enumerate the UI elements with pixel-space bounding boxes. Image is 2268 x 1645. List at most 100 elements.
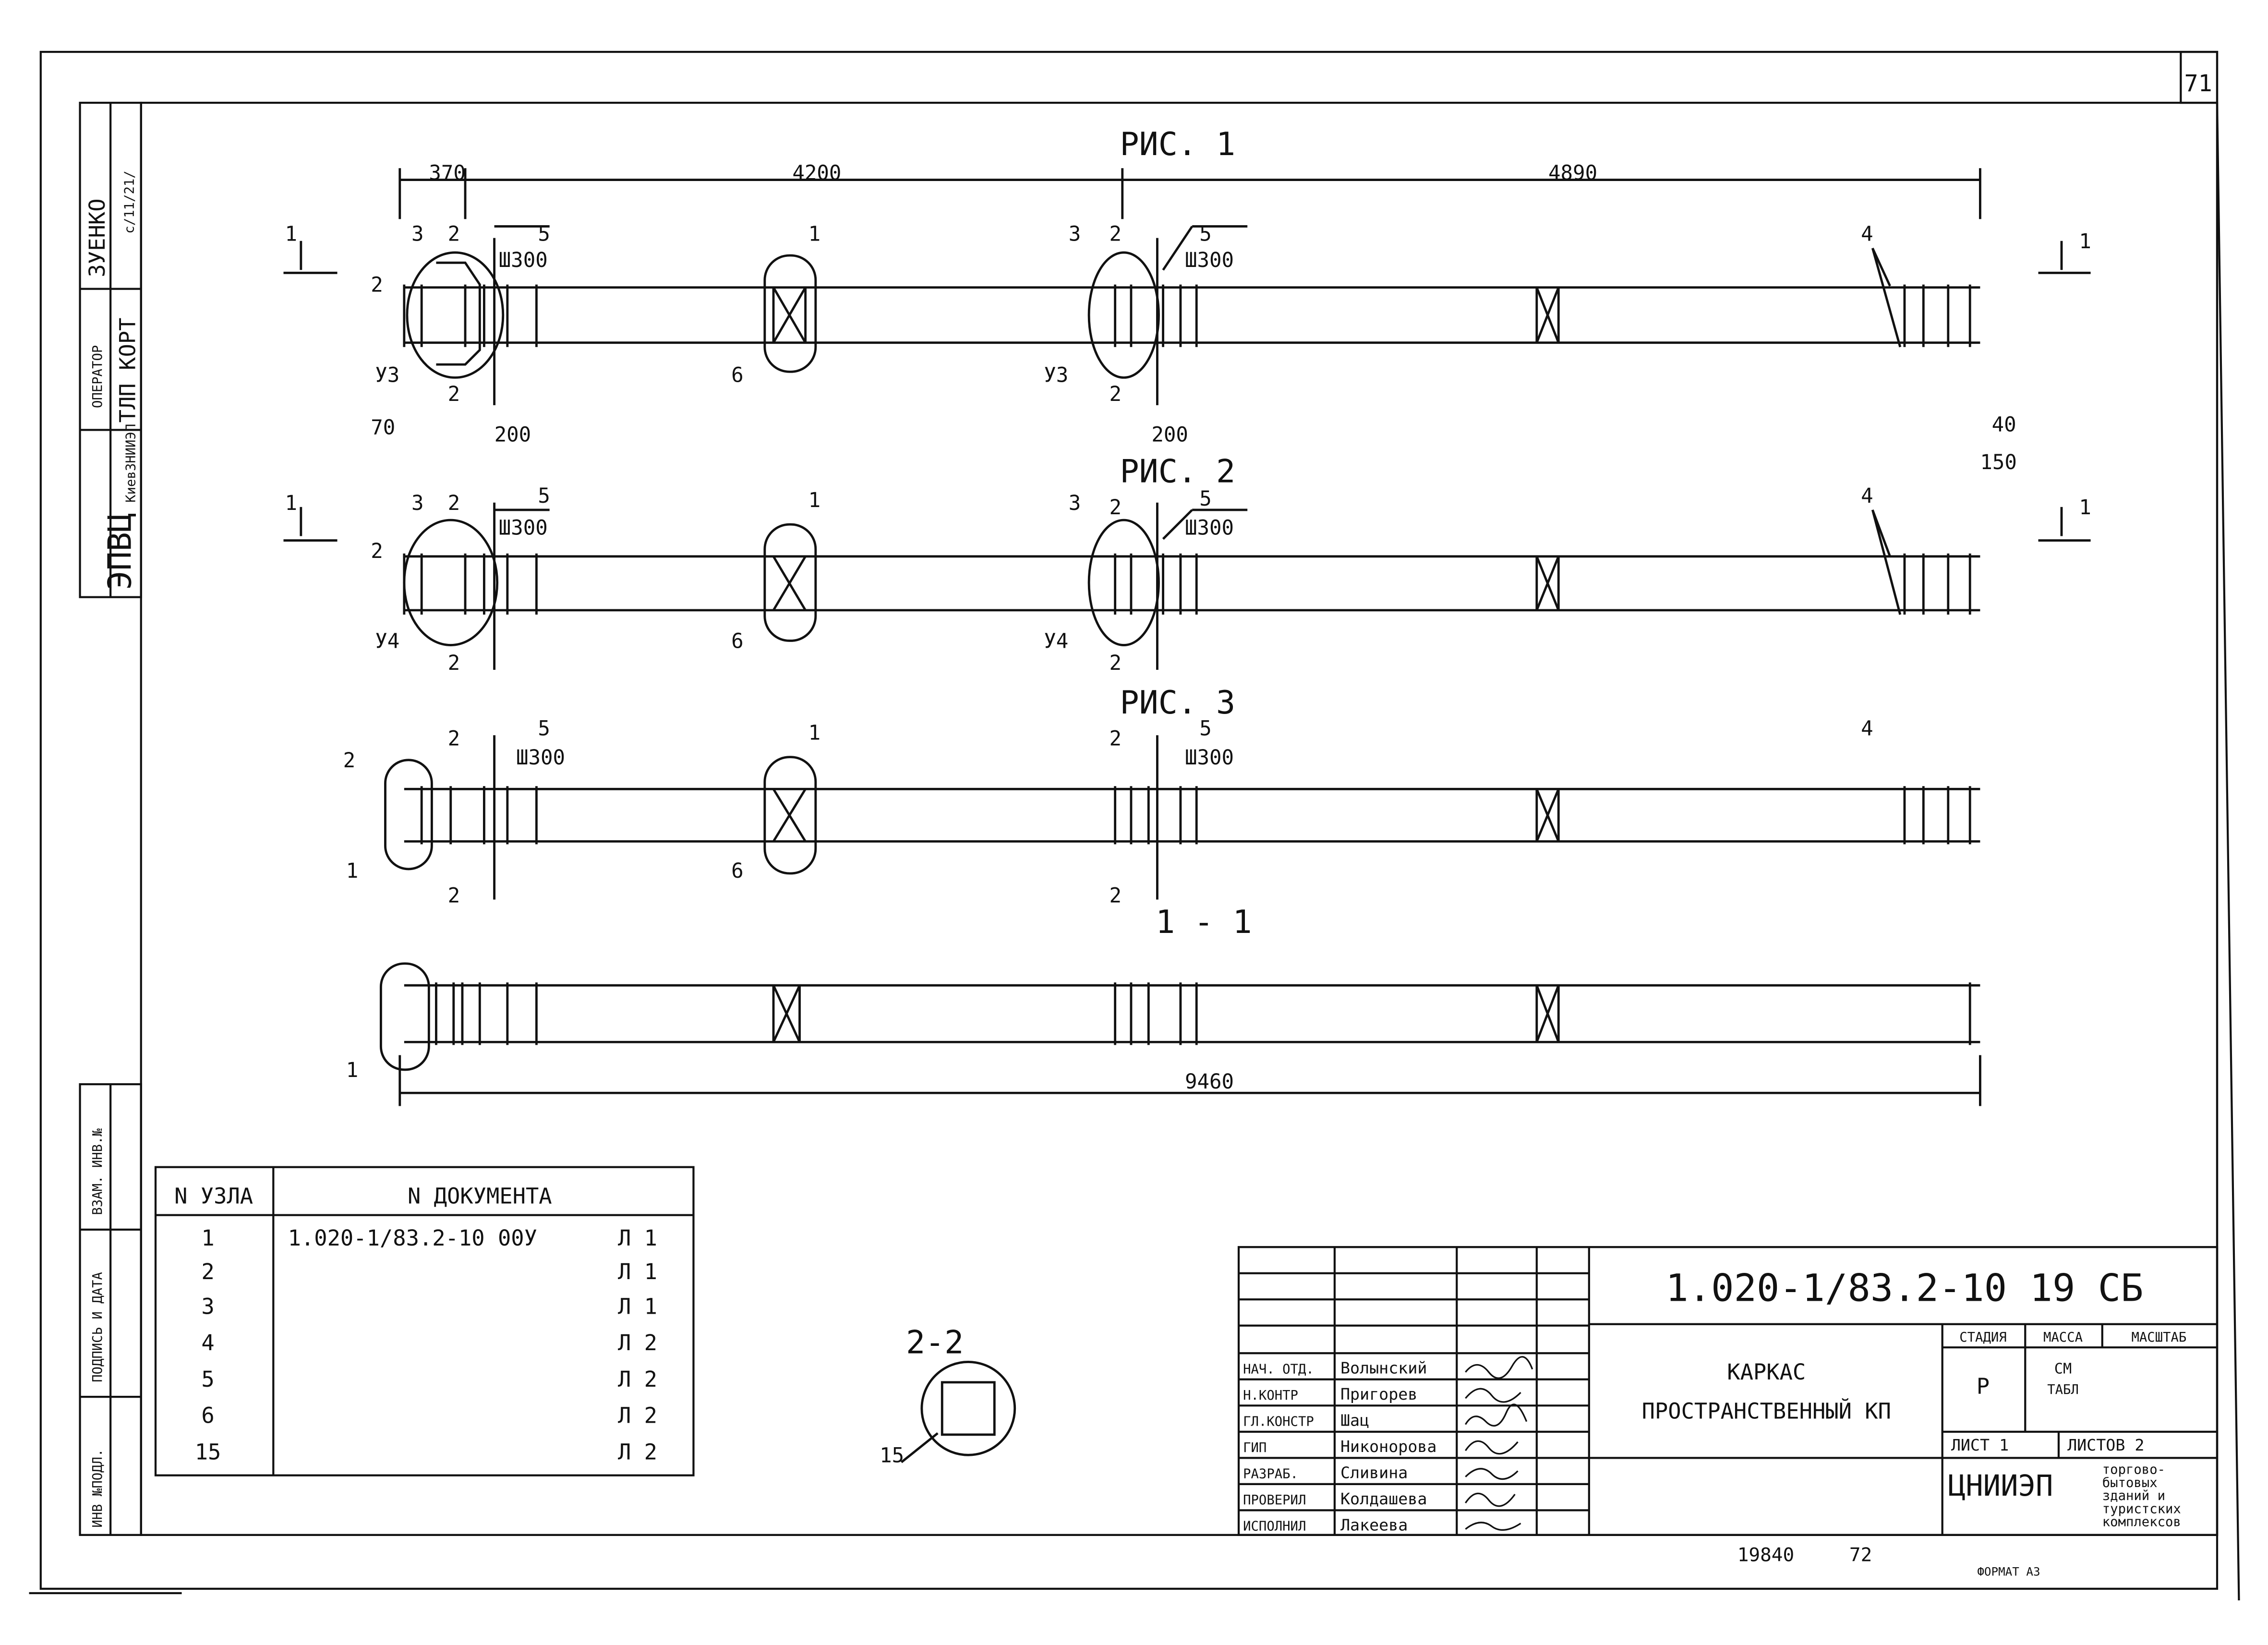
org-desc-2: бытовых bbox=[2102, 1476, 2158, 1490]
cut-1: 1 bbox=[285, 491, 298, 515]
callout-2: 2 bbox=[448, 651, 460, 675]
fig1-title: РИС. 1 bbox=[1120, 125, 1236, 163]
stage-value: Р bbox=[1977, 1374, 1990, 1399]
table-row-sheet: Л 1 bbox=[618, 1225, 657, 1251]
dim-9460: 9460 bbox=[1185, 1070, 1234, 1093]
person-name: Колдашева bbox=[1340, 1489, 1427, 1508]
col-vzam: ВЗАМ. ИНВ.№ bbox=[90, 1128, 105, 1215]
table-row-node: 15 bbox=[195, 1439, 221, 1464]
role-label: ИСПОЛНИЛ bbox=[1243, 1519, 1306, 1534]
dim-4200: 4200 bbox=[792, 161, 841, 185]
dim-370: 370 bbox=[429, 161, 466, 185]
footer-format: ФОРМАТ А3 bbox=[1977, 1565, 2040, 1579]
node-table-header-doc: N ДОКУМЕНТА bbox=[408, 1183, 552, 1209]
org-desc-1: торгово- bbox=[2102, 1463, 2165, 1477]
callout-1: 1 bbox=[808, 721, 821, 744]
dim-4890: 4890 bbox=[1548, 161, 1597, 185]
stamp-dept: ТЛП КОРТ bbox=[115, 318, 141, 423]
stamp-role: ОПЕРАТОР bbox=[90, 345, 105, 408]
callout-u3: У3 bbox=[1044, 363, 1068, 387]
section-11-title: 1 - 1 bbox=[1156, 903, 1252, 941]
sheet-label: ЛИСТ 1 bbox=[1951, 1436, 2009, 1454]
node-table bbox=[154, 1166, 695, 1476]
title-line-2: ПРОСТРАНСТВЕННЫЙ КП bbox=[1642, 1398, 1891, 1424]
table-row-node: 1 bbox=[201, 1225, 214, 1251]
table-row-sheet: Л 2 bbox=[618, 1367, 657, 1392]
fig2-beam bbox=[403, 502, 1980, 670]
callout-3: 3 bbox=[1069, 491, 1081, 515]
stamp-date: с/11/21/ bbox=[122, 170, 137, 233]
callout-2: 2 bbox=[448, 491, 460, 515]
callout-1: 1 bbox=[808, 222, 821, 246]
document-code: 1.020-1/83.2-10 19 СБ bbox=[1665, 1266, 2143, 1310]
cut-1: 1 bbox=[285, 222, 298, 246]
sheet-number: 71 bbox=[2184, 70, 2212, 97]
callout-2: 2 bbox=[448, 727, 460, 750]
role-label: ГИП bbox=[1243, 1440, 1267, 1455]
table-row-node: 4 bbox=[201, 1330, 214, 1355]
person-name: Пригорев bbox=[1340, 1385, 1417, 1403]
table-row-sheet: Л 1 bbox=[618, 1259, 657, 1284]
role-label: ГЛ.КОНСТР bbox=[1243, 1415, 1314, 1429]
callout-2: 2 bbox=[1110, 727, 1122, 750]
fig2-title: РИС. 2 bbox=[1120, 452, 1236, 490]
callout-u4: У4 bbox=[1044, 629, 1068, 653]
mass-value-1: СМ bbox=[2054, 1361, 2072, 1378]
callout-5: 5 bbox=[538, 484, 550, 508]
dim-200b: 200 bbox=[1151, 423, 1188, 447]
signatures bbox=[1465, 1356, 1533, 1531]
person-name: Волынский bbox=[1340, 1359, 1427, 1378]
callout-u4: У4 bbox=[375, 629, 399, 653]
table-row-sheet: Л 2 bbox=[618, 1403, 657, 1428]
dim-200a: 200 bbox=[495, 423, 531, 447]
table-row-node: 2 bbox=[201, 1259, 214, 1284]
table-row-doc: 1.020-1/83.2-10 00У bbox=[288, 1225, 537, 1251]
callout-2: 2 bbox=[1110, 382, 1122, 406]
callout-2: 2 bbox=[448, 382, 460, 406]
table-row-sheet: Л 1 bbox=[618, 1294, 657, 1319]
mass-label: МАССА bbox=[2043, 1330, 2083, 1345]
dim-150: 150 bbox=[1980, 450, 2017, 474]
callout-6: 6 bbox=[731, 363, 744, 387]
person-name: Лакеева bbox=[1340, 1516, 1408, 1535]
section-22-title: 2-2 bbox=[906, 1323, 964, 1361]
footer-page: 72 bbox=[1849, 1544, 1872, 1566]
callout-sh300: Ш300 bbox=[1185, 516, 1234, 539]
callout-3: 3 bbox=[411, 491, 424, 515]
callout-1: 1 bbox=[346, 1058, 359, 1082]
callout-sh300: Ш300 bbox=[1185, 248, 1234, 272]
callout-u3: У3 bbox=[375, 363, 399, 387]
table-row-node: 6 bbox=[201, 1403, 214, 1428]
callout-sh300: Ш300 bbox=[1185, 746, 1234, 769]
callout-6: 6 bbox=[731, 859, 744, 883]
node-table-header-node: N УЗЛА bbox=[174, 1183, 253, 1209]
col-podpis: ПОДПИСЬ И ДАТА bbox=[90, 1272, 105, 1382]
mass-value-2: ТАБЛ bbox=[2047, 1382, 2079, 1397]
callout-2: 2 bbox=[1110, 496, 1122, 519]
role-label: РАЗРАБ. bbox=[1243, 1467, 1298, 1482]
callout-2: 2 bbox=[448, 884, 460, 907]
title-block bbox=[1237, 1246, 2219, 1536]
person-name: Сливина bbox=[1340, 1464, 1408, 1482]
callout-2: 2 bbox=[1110, 884, 1122, 907]
callout-5: 5 bbox=[538, 222, 550, 246]
callout-6: 6 bbox=[731, 629, 744, 653]
callout-2: 2 bbox=[1110, 222, 1122, 246]
callout-5: 5 bbox=[1199, 716, 1212, 740]
dim-40: 40 bbox=[1992, 412, 2016, 436]
org-desc-4: туристских bbox=[2102, 1501, 2181, 1516]
table-row-node: 5 bbox=[201, 1367, 214, 1392]
stage-label: СТАДИЯ bbox=[1959, 1330, 2006, 1345]
col-inv-podl: ИНВ №ПОДЛ. bbox=[90, 1449, 105, 1528]
fig3-title: РИС. 3 bbox=[1120, 684, 1236, 721]
callout-3: 3 bbox=[411, 222, 424, 246]
callout-2: 2 bbox=[448, 222, 460, 246]
org-name: ЦНИИЭП bbox=[1948, 1469, 2053, 1503]
title-line-1: КАРКАС bbox=[1727, 1359, 1806, 1385]
callout-5: 5 bbox=[538, 716, 550, 740]
callout-sh300: Ш300 bbox=[499, 248, 548, 272]
footer-doc-num: 19840 bbox=[1737, 1544, 1794, 1566]
fig1-beam bbox=[398, 168, 1981, 405]
callout-sh300: Ш300 bbox=[499, 516, 548, 539]
